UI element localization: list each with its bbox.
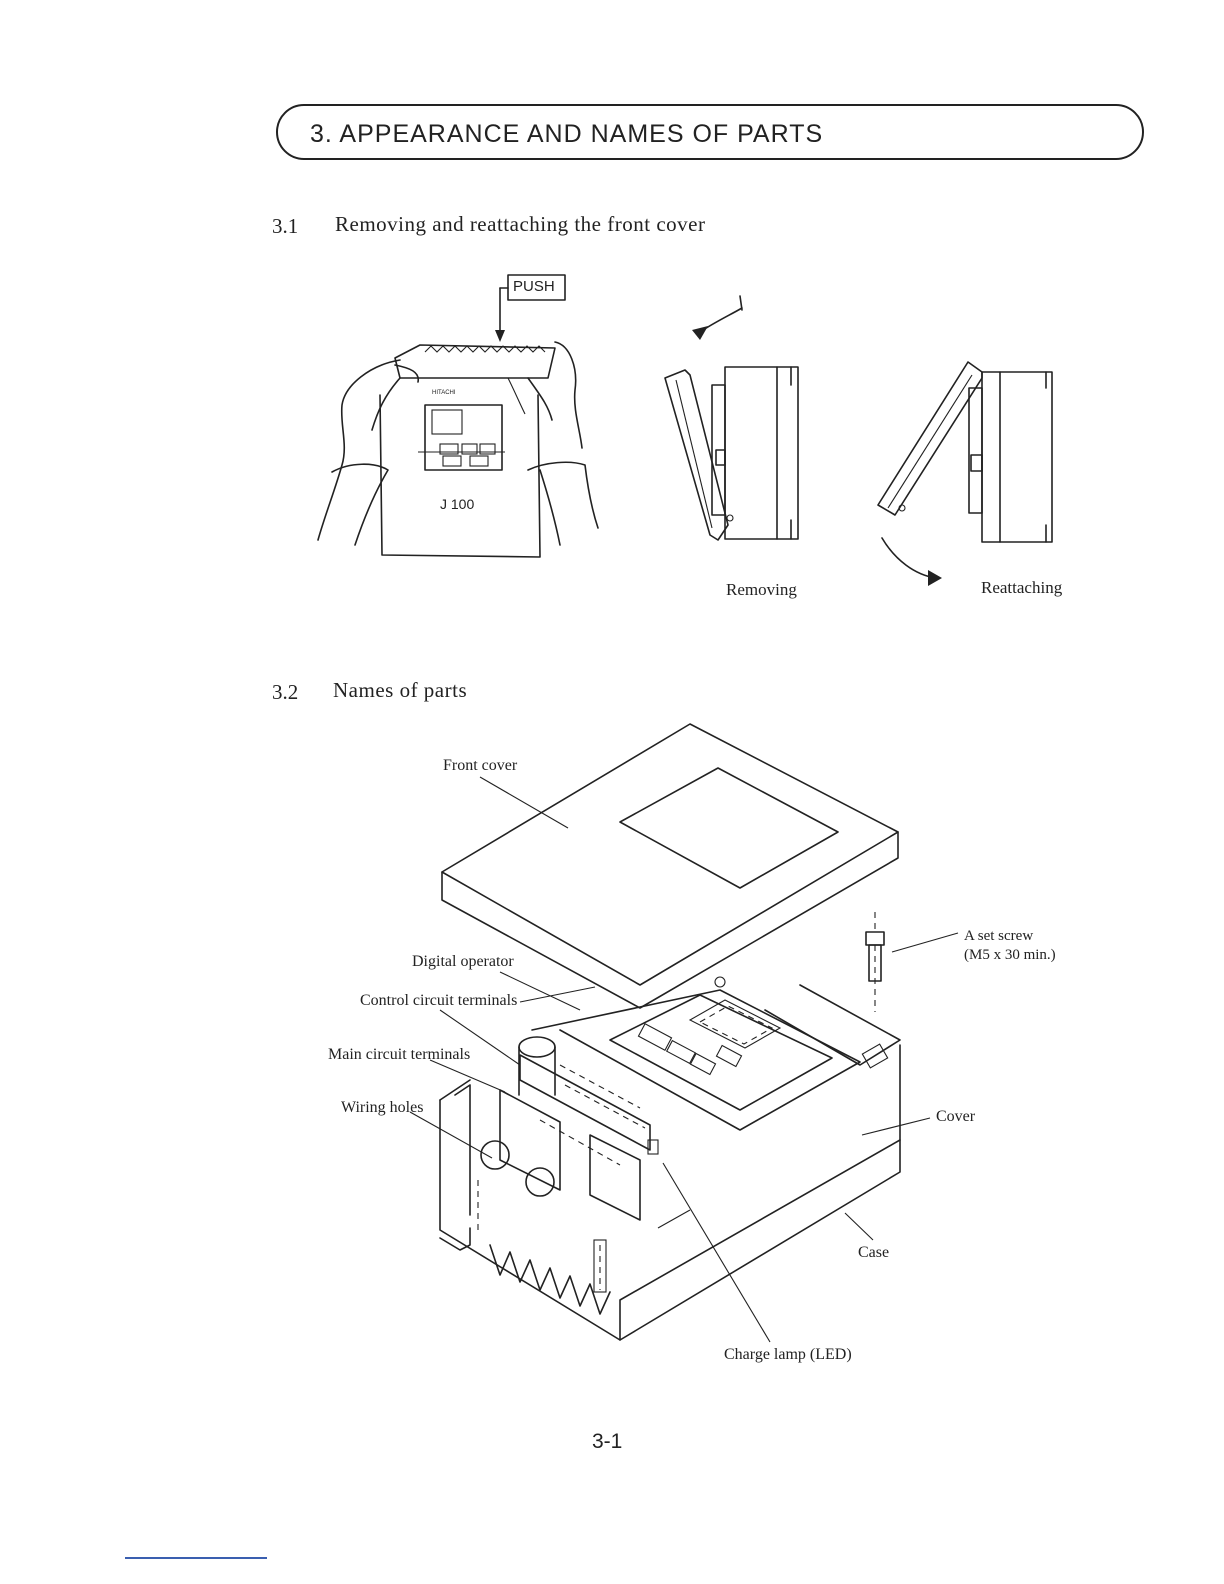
label-main-circuit-terminals: Main circuit terminals (328, 1046, 470, 1064)
label-set-screw-size: (M5 x 30 min.) (964, 946, 1056, 964)
set-screw-head-icon (866, 932, 884, 945)
page-number: 3-1 (592, 1430, 622, 1454)
label-wiring-holes: Wiring holes (341, 1099, 423, 1117)
label-cover: Cover (936, 1108, 975, 1126)
reattach-arrow-icon (928, 570, 942, 586)
wiring-hole-1 (481, 1141, 509, 1169)
wiring-hole-2 (526, 1168, 554, 1196)
section-title-3-2: Names of parts (333, 678, 467, 703)
push-arrow-icon (495, 330, 505, 342)
digital-operator-shape (610, 995, 832, 1110)
label-control-circuit-terminals: Control circuit terminals (360, 992, 517, 1010)
label-digital-operator: Digital operator (412, 953, 514, 971)
label-case: Case (858, 1244, 889, 1262)
push-label: PUSH (513, 278, 555, 296)
exploded-view-illustration (440, 724, 900, 1340)
brand-label: HITACHI (432, 390, 456, 396)
caption-removing: Removing (726, 580, 797, 600)
bottom-rule (125, 1557, 267, 1559)
removing-illustration (665, 296, 798, 540)
model-label: J 100 (440, 495, 474, 513)
label-set-screw: A set screw (964, 927, 1033, 945)
section-number-3-2: 3.2 (272, 680, 298, 705)
caption-reattaching: Reattaching (981, 578, 1062, 598)
push-cover-illustration (318, 275, 598, 557)
label-front-cover: Front cover (443, 757, 517, 775)
label-charge-lamp: Charge lamp (LED) (724, 1346, 852, 1364)
reattaching-illustration (878, 362, 1052, 586)
